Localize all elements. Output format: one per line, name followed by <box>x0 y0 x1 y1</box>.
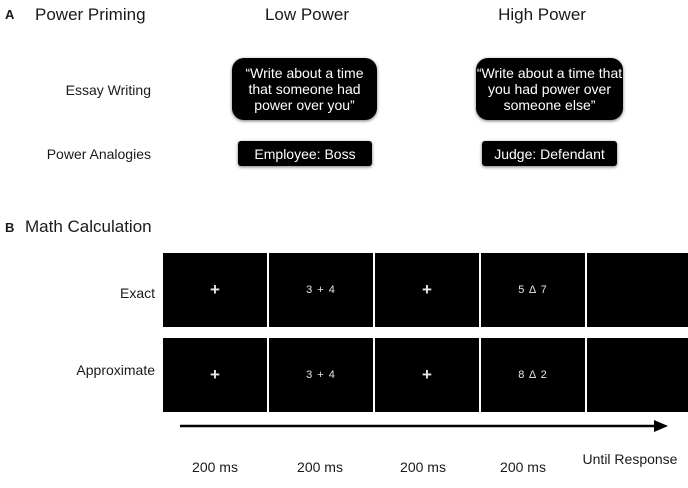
panel-a-letter: A <box>5 7 15 22</box>
choice-text: 5 Δ 7 <box>518 284 548 296</box>
problem-text: 3 + 4 <box>306 284 336 296</box>
approx-response-screen <box>587 338 688 412</box>
fixation-cross: + <box>422 365 432 384</box>
problem-text: 3 + 4 <box>306 369 336 381</box>
row-label-approximate: Approximate <box>76 362 155 378</box>
timing-label: 200 ms <box>500 459 546 475</box>
analogy-high-power-text: Judge: Defendant <box>494 145 605 162</box>
essay-prompt-high-power: “Write about a time that you had power o… <box>476 58 623 120</box>
timeline-arrow <box>180 420 668 432</box>
panel-b-title: Math Calculation <box>25 217 152 236</box>
exact-fixation-screen-1: + <box>163 253 267 327</box>
analogy-low-power: Employee: Boss <box>238 141 372 166</box>
column-low-power: Low Power <box>264 5 350 24</box>
essay-prompt-high-power-text: “Write about a time that you had power o… <box>476 65 623 113</box>
exact-fixation-screen-2: + <box>375 253 479 327</box>
essay-prompt-low-power: “Write about a time that someone had pow… <box>232 58 377 120</box>
row-label-essay-writing: Essay Writing <box>65 82 151 98</box>
approx-problem-screen: 3 + 4 <box>269 338 373 412</box>
fixation-cross: + <box>210 365 220 384</box>
analogy-high-power: Judge: Defendant <box>482 141 617 166</box>
approx-fixation-screen-2: + <box>375 338 479 412</box>
approx-choice-screen: 8 Δ 2 <box>481 338 585 412</box>
exact-response-screen <box>587 253 688 327</box>
exact-problem-screen: 3 + 4 <box>269 253 373 327</box>
timing-label: 200 ms <box>297 459 343 475</box>
essay-prompt-low-power-text: “Write about a time that someone had pow… <box>245 65 364 113</box>
approx-fixation-screen-1: + <box>163 338 267 412</box>
choice-text: 8 Δ 2 <box>518 369 548 381</box>
timing-label: 200 ms <box>192 459 238 475</box>
fixation-cross: + <box>210 280 220 299</box>
panel-b-letter: B <box>5 220 15 235</box>
timing-label: 200 ms <box>400 459 446 475</box>
timing-label-until-response: Until Response <box>582 451 678 467</box>
row-label-power-analogies: Power Analogies <box>46 146 151 162</box>
exact-choice-screen: 5 Δ 7 <box>481 253 585 327</box>
panel-a-title: Power Priming <box>35 5 146 24</box>
row-label-exact: Exact <box>119 285 155 301</box>
column-high-power: High Power <box>498 5 586 24</box>
fixation-cross: + <box>422 280 432 299</box>
analogy-low-power-text: Employee: Boss <box>254 145 356 162</box>
